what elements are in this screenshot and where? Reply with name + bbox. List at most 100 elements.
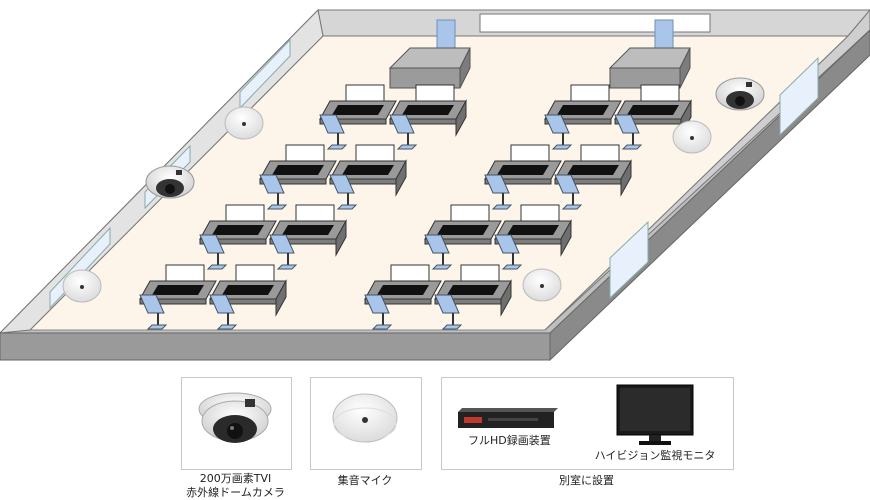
keyboard-area [222, 285, 274, 295]
workstation [139, 264, 217, 330]
desk-front [199, 238, 267, 245]
legend-camera-box [181, 377, 292, 470]
camera-label-line2: 赤外線ドームカメラ [186, 486, 285, 499]
keyboard-area [342, 165, 394, 175]
desk-front [139, 298, 207, 305]
keyboard-area [282, 225, 334, 235]
desk-side-panel [500, 279, 512, 317]
workstation [259, 144, 337, 210]
chair [424, 234, 450, 254]
mic-label: 集音マイク [337, 474, 393, 487]
chair [139, 294, 165, 314]
desk-side-panel [275, 279, 287, 317]
desk-side-panel [335, 219, 347, 257]
workstation [319, 84, 397, 150]
chair-base [491, 204, 513, 210]
right-wall [544, 9, 870, 331]
chair-base [621, 144, 643, 150]
chair [319, 114, 345, 134]
workstation [364, 264, 442, 330]
keyboard-area [557, 105, 609, 115]
desk-front [484, 178, 552, 185]
recorder-label: フルHD録画装置 [468, 434, 551, 447]
keyboard-area [567, 165, 619, 175]
desk-cluster [199, 204, 347, 270]
chair [329, 174, 355, 194]
desk-front [259, 178, 327, 185]
workstation [389, 84, 467, 150]
chair [434, 294, 460, 314]
keyboard-area [377, 285, 429, 295]
camera-label-line1: 200万画素TVI [199, 472, 272, 485]
legend-mic-box [310, 377, 422, 470]
chair-base [431, 264, 453, 270]
workstation [614, 84, 692, 150]
desk-front [319, 118, 387, 125]
workstation [544, 84, 622, 150]
ceiling-mic-icon [224, 106, 264, 140]
keyboard-area [272, 165, 324, 175]
chair [554, 174, 580, 194]
dome-camera-icon [145, 165, 195, 199]
workstation [424, 204, 502, 270]
whiteboard [479, 13, 711, 33]
desk-cluster [424, 204, 572, 270]
chair [199, 234, 225, 254]
remote-label: 別室に設置 [559, 474, 614, 487]
workstation [329, 144, 407, 210]
chair-base [551, 144, 573, 150]
chair-base [336, 204, 358, 210]
desk-clusters [139, 84, 692, 330]
dome-camera-icon [715, 77, 765, 111]
desk-front [364, 298, 432, 305]
ceiling-mic-icon [522, 268, 562, 302]
chair-base [396, 144, 418, 150]
chair [364, 294, 390, 314]
chair [614, 114, 640, 134]
chair [544, 114, 570, 134]
keyboard-area [497, 165, 549, 175]
chair-base [216, 324, 238, 330]
ceiling-mic-icon [62, 269, 102, 303]
chair [484, 174, 510, 194]
desk-side-panel [455, 99, 467, 137]
keyboard-area [507, 225, 559, 235]
chair-base [371, 324, 393, 330]
keyboard-area [402, 105, 454, 115]
right-doors [609, 56, 819, 300]
desk-cluster [319, 84, 467, 150]
ceiling-mic-icon [672, 120, 712, 154]
desk-side-panel [395, 159, 407, 197]
workstation [554, 144, 632, 210]
keyboard-area [152, 285, 204, 295]
chair-base [501, 264, 523, 270]
workstation [494, 204, 572, 270]
chair-base [266, 204, 288, 210]
monitor-label: ハイビジョン監視モニタ [594, 449, 716, 462]
workstation [199, 204, 277, 270]
chair [259, 174, 285, 194]
workstation [434, 264, 512, 330]
keyboard-area [437, 225, 489, 235]
desk-cluster [259, 144, 407, 210]
chair [389, 114, 415, 134]
chair-base [146, 324, 168, 330]
chair-base [326, 144, 348, 150]
workstation [484, 144, 562, 210]
keyboard-area [627, 105, 679, 115]
desk-front [424, 238, 492, 245]
workstation [209, 264, 287, 330]
chair [209, 294, 235, 314]
desk-front [544, 118, 612, 125]
chair-base [441, 324, 463, 330]
chair-base [561, 204, 583, 210]
desk-cluster [544, 84, 692, 150]
keyboard-area [332, 105, 384, 115]
chair-base [206, 264, 228, 270]
front-wall-edge [0, 332, 551, 361]
desk-side-panel [620, 159, 632, 197]
desk-cluster [139, 264, 287, 330]
podiums [388, 47, 691, 89]
keyboard-area [447, 285, 499, 295]
